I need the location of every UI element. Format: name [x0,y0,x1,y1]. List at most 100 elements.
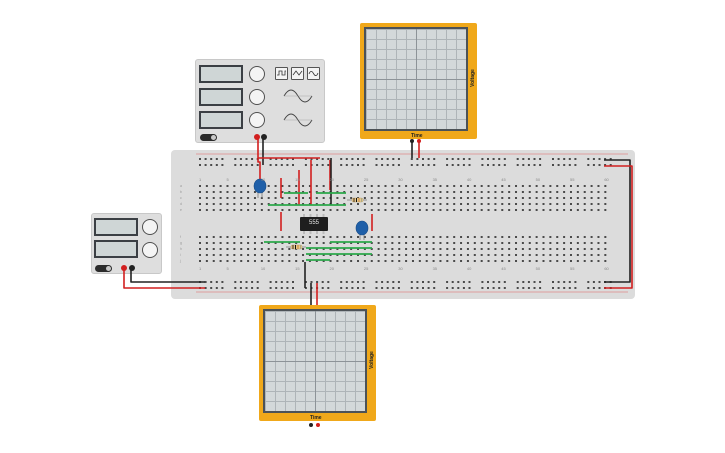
hole-strip[interactable] [398,248,401,250]
hole-strip[interactable] [302,197,305,199]
hole-rail-bottom-2[interactable] [210,287,213,289]
hole-strip[interactable] [556,254,559,256]
hole-rail-top-2[interactable] [251,164,254,166]
hole-strip[interactable] [590,209,593,211]
hole-strip[interactable] [501,209,504,211]
hole-strip[interactable] [604,236,607,238]
hole-strip[interactable] [556,191,559,193]
hole-strip[interactable] [226,197,229,199]
hole-strip[interactable] [233,242,236,244]
hole-strip[interactable] [315,209,318,211]
hole-rail-top-2[interactable] [587,164,590,166]
hole-strip[interactable] [432,191,435,193]
hole-strip[interactable] [425,209,428,211]
hole-strip[interactable] [432,242,435,244]
hole-strip[interactable] [432,248,435,250]
hole-strip[interactable] [590,203,593,205]
hole-strip[interactable] [542,242,545,244]
hole-strip[interactable] [549,242,552,244]
hole-rail-bottom-1[interactable] [427,281,430,283]
hole-strip[interactable] [302,191,305,193]
hole-rail-top-1[interactable] [598,158,601,160]
hole-strip[interactable] [494,191,497,193]
hole-strip[interactable] [322,242,325,244]
hole-strip[interactable] [528,203,531,205]
hole-strip[interactable] [521,260,524,262]
hole-rail-top-1[interactable] [275,158,278,160]
hole-strip[interactable] [521,209,524,211]
hole-strip[interactable] [487,203,490,205]
hole-strip[interactable] [411,242,414,244]
hole-rail-bottom-1[interactable] [516,281,519,283]
function-generator-power-toggle[interactable] [200,134,217,141]
hole-rail-bottom-1[interactable] [451,281,454,283]
hole-rail-top-2[interactable] [527,164,530,166]
hole-strip[interactable] [549,260,552,262]
hole-strip[interactable] [494,197,497,199]
hole-rail-top-2[interactable] [351,164,354,166]
hole-strip[interactable] [281,185,284,187]
hole-strip[interactable] [405,197,408,199]
hole-strip[interactable] [350,203,353,205]
hole-rail-top-2[interactable] [375,164,378,166]
hole-strip[interactable] [281,242,284,244]
hole-strip[interactable] [508,185,511,187]
hole-rail-top-2[interactable] [533,164,536,166]
hole-strip[interactable] [549,236,552,238]
hole-strip[interactable] [253,254,256,256]
hole-strip[interactable] [398,254,401,256]
hole-strip[interactable] [480,248,483,250]
hole-strip[interactable] [343,260,346,262]
hole-rail-bottom-1[interactable] [539,281,542,283]
hole-rail-bottom-1[interactable] [321,281,324,283]
hole-strip[interactable] [247,197,250,199]
hole-rail-bottom-2[interactable] [397,287,400,289]
hole-strip[interactable] [219,209,222,211]
hole-strip[interactable] [370,203,373,205]
hole-rail-top-1[interactable] [221,158,224,160]
hole-rail-bottom-2[interactable] [522,287,525,289]
hole-strip[interactable] [569,185,572,187]
hole-rail-top-1[interactable] [451,158,454,160]
hole-rail-top-1[interactable] [280,158,283,160]
hole-strip[interactable] [411,260,414,262]
hole-strip[interactable] [549,209,552,211]
hole-strip[interactable] [446,248,449,250]
hole-strip[interactable] [597,191,600,193]
hole-strip[interactable] [439,209,442,211]
hole-strip[interactable] [357,260,360,262]
hole-strip[interactable] [542,209,545,211]
hole-rail-bottom-2[interactable] [416,287,419,289]
hole-strip[interactable] [569,236,572,238]
hole-rail-bottom-1[interactable] [316,281,319,283]
hole-strip[interactable] [569,203,572,205]
hole-strip[interactable] [487,236,490,238]
hole-rail-bottom-1[interactable] [215,281,218,283]
hole-rail-top-1[interactable] [503,158,506,160]
hole-strip[interactable] [515,191,518,193]
hole-rail-bottom-2[interactable] [345,287,348,289]
hole-strip[interactable] [260,209,263,211]
hole-strip[interactable] [219,185,222,187]
hole-strip[interactable] [336,236,339,238]
hole-strip[interactable] [219,242,222,244]
hole-strip[interactable] [563,191,566,193]
hole-strip[interactable] [240,209,243,211]
hole-strip[interactable] [473,197,476,199]
hole-strip[interactable] [508,242,511,244]
hole-strip[interactable] [322,203,325,205]
hole-strip[interactable] [576,203,579,205]
hole-strip[interactable] [398,197,401,199]
hole-rail-bottom-2[interactable] [498,287,501,289]
hole-strip[interactable] [205,260,208,262]
hole-strip[interactable] [425,260,428,262]
hole-strip[interactable] [446,197,449,199]
hole-strip[interactable] [583,248,586,250]
hole-rail-top-1[interactable] [321,158,324,160]
hole-strip[interactable] [501,185,504,187]
hole-strip[interactable] [343,191,346,193]
hole-strip[interactable] [226,242,229,244]
hole-rail-bottom-2[interactable] [275,287,278,289]
hole-strip[interactable] [453,197,456,199]
hole-strip[interactable] [604,191,607,193]
